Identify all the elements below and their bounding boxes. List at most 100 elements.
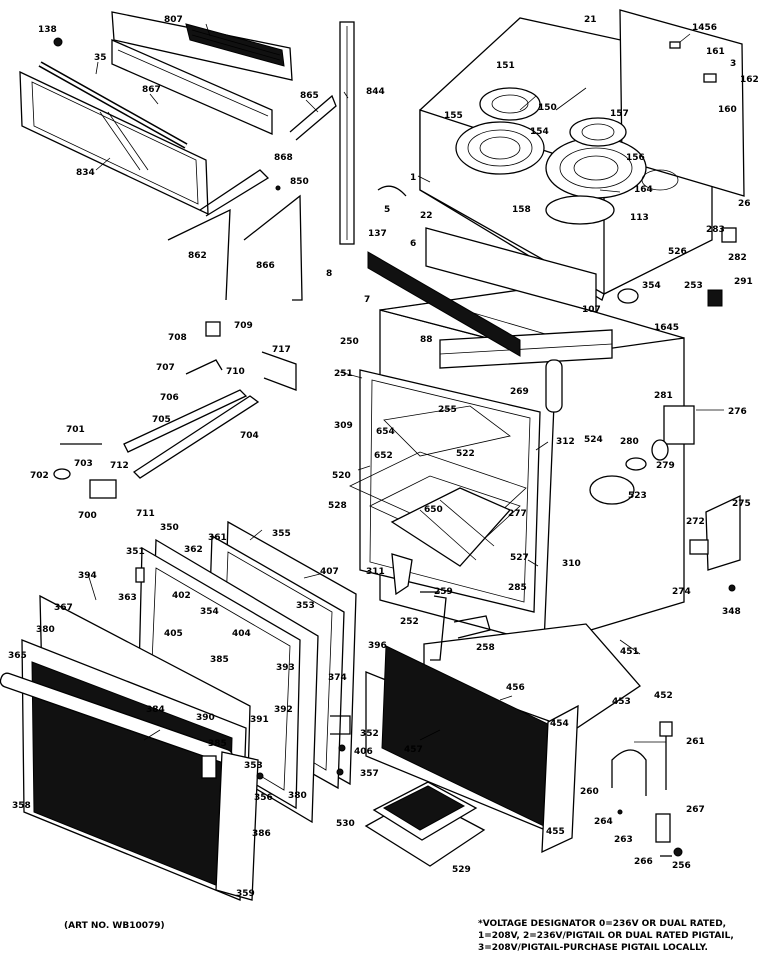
label-700: 700 [78, 511, 97, 521]
label-862: 862 [188, 251, 207, 261]
label-5: 5 [384, 205, 390, 215]
right-bottom-parts [611, 721, 683, 857]
label-269: 269 [510, 387, 529, 397]
label-161: 161 [706, 47, 725, 57]
label-523: 523 [628, 491, 647, 501]
label-650: 650 [424, 505, 443, 515]
bracket-parts [53, 21, 355, 301]
label-868: 868 [274, 153, 293, 163]
label-275: 275 [732, 499, 751, 509]
label-361: 361 [208, 533, 227, 543]
label-1: 1 [410, 173, 416, 183]
label-282: 282 [728, 253, 747, 263]
label-807: 807 [164, 15, 183, 25]
label-138: 138 [38, 25, 57, 35]
label-526: 526 [668, 247, 687, 257]
label-348: 348 [722, 607, 741, 617]
label-358: 358 [12, 801, 31, 811]
label-524: 524 [584, 435, 603, 445]
label-309: 309 [334, 421, 353, 431]
label-267: 267 [686, 805, 705, 815]
drawer-assembly [365, 553, 641, 854]
broiler-pan-529 [364, 781, 486, 867]
part-labels: 138 807 35 867 834 865 844 868 850 862 8… [8, 15, 759, 899]
label-353: 353 [296, 601, 315, 611]
label-21: 21 [584, 15, 597, 25]
tube-35 [38, 61, 188, 149]
label-393: 393 [276, 663, 295, 673]
label-390: 390 [196, 713, 215, 723]
label-834: 834 [76, 168, 95, 178]
label-312: 312 [556, 437, 575, 447]
glass-panel-834 [19, 70, 209, 216]
label-394: 394 [78, 571, 97, 581]
label-277: 277 [508, 509, 527, 519]
label-351: 351 [126, 547, 145, 557]
label-22: 22 [420, 211, 433, 221]
label-454: 454 [550, 719, 569, 729]
voltage-note-line-2: 1=208V, 2=236V/PIGTAIL OR DUAL RATED PIG… [478, 931, 734, 941]
label-392: 392 [274, 705, 293, 715]
label-712: 712 [110, 461, 129, 471]
label-456: 456 [506, 683, 525, 693]
label-274: 274 [672, 587, 691, 597]
label-367: 367 [54, 603, 73, 613]
outer-door-358 [0, 594, 259, 901]
label-157: 157 [610, 109, 629, 119]
label-1645: 1645 [654, 323, 679, 333]
label-702: 702 [30, 471, 49, 481]
label-391: 391 [250, 715, 269, 725]
label-705: 705 [152, 415, 171, 425]
voltage-designator-note: *VOLTAGE DESIGNATOR 0=236V OR DUAL RATED… [478, 918, 758, 954]
oven-body [359, 227, 685, 645]
label-137: 137 [368, 229, 387, 239]
label-356: 356 [254, 793, 273, 803]
left-brackets-700 [53, 321, 297, 499]
door-layers [137, 520, 357, 824]
label-266: 266 [634, 857, 653, 867]
label-396: 396 [368, 641, 387, 651]
label-363: 363 [118, 593, 137, 603]
label-162: 162 [740, 75, 759, 85]
label-385-upper: 385 [210, 655, 229, 665]
label-164: 164 [634, 185, 653, 195]
label-3: 3 [730, 59, 736, 69]
label-405: 405 [164, 629, 183, 639]
label-285: 285 [508, 583, 527, 593]
door-small-parts [135, 567, 351, 780]
label-704: 704 [240, 431, 259, 441]
label-291: 291 [734, 277, 753, 287]
label-355: 355 [272, 529, 291, 539]
label-850: 850 [290, 177, 309, 187]
label-255: 255 [438, 405, 457, 415]
label-264: 264 [594, 817, 613, 827]
voltage-note-line-3: 3=208V/PIGTAIL-PURCHASE PIGTAIL LOCALLY. [478, 943, 708, 953]
label-407: 407 [320, 567, 339, 577]
label-359: 359 [236, 889, 255, 899]
label-151: 151 [496, 61, 515, 71]
label-386: 386 [252, 829, 271, 839]
label-380-top: 380 [36, 625, 55, 635]
label-404: 404 [232, 629, 251, 639]
label-529: 529 [452, 865, 471, 875]
label-353-lower: 353 [244, 761, 263, 771]
leader-lines [87, 23, 724, 743]
label-107: 107 [582, 305, 601, 315]
label-259: 259 [434, 587, 453, 597]
label-527: 527 [510, 553, 529, 563]
label-406: 406 [354, 747, 373, 757]
label-384: 384 [146, 705, 165, 715]
label-866: 866 [256, 261, 275, 271]
label-272: 272 [686, 517, 705, 527]
label-703: 703 [74, 459, 93, 469]
label-654: 654 [376, 427, 395, 437]
side-components [589, 405, 741, 592]
label-385-lower: 385 [208, 739, 227, 749]
label-528: 528 [328, 501, 347, 511]
label-251: 251 [334, 369, 353, 379]
label-155: 155 [444, 111, 463, 121]
label-310: 310 [562, 559, 581, 569]
label-7: 7 [364, 295, 370, 305]
label-276: 276 [728, 407, 747, 417]
